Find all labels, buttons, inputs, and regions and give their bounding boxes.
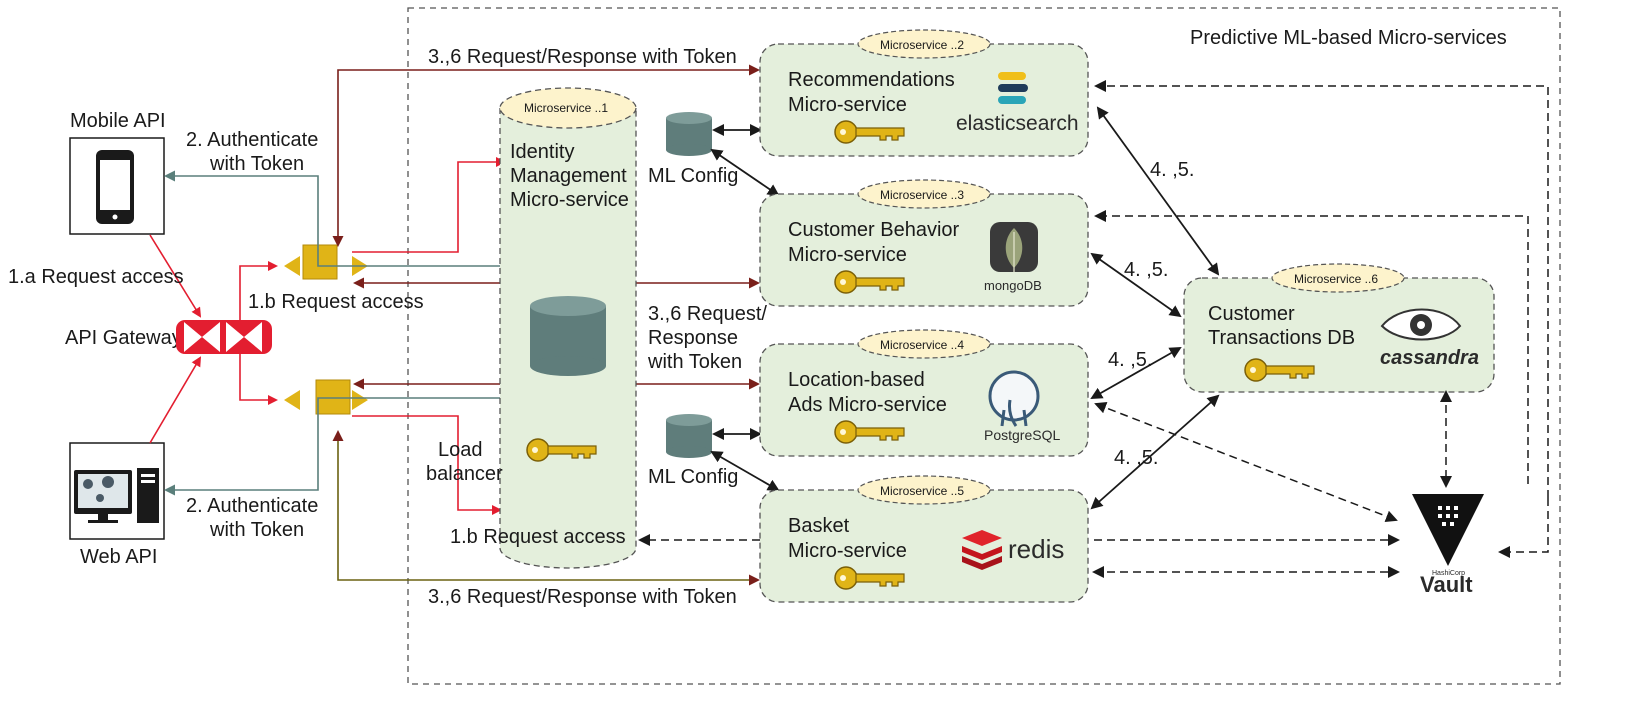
vault-logo-icon — [1412, 494, 1484, 566]
label-authenticate-lower-2: with Token — [209, 519, 304, 541]
ml-config-label-lower: ML Config — [648, 466, 738, 488]
recommendations-label-2: Micro-service — [788, 94, 907, 116]
lower-router-hub — [284, 379, 368, 415]
elasticsearch-logo-icon — [998, 72, 1028, 104]
identity-label-3: Micro-service — [510, 189, 629, 211]
basket-label-1: Basket — [788, 515, 850, 537]
label-rr-token-top: 3.,6 Request/Response with Token — [428, 46, 737, 68]
label-step45-b: 4. ,5. — [1124, 259, 1168, 281]
mobile-api-label: Mobile API — [70, 110, 166, 132]
vault-brand-small: HashiCorp — [1432, 570, 1465, 577]
api-gateway-label: API Gateway — [65, 327, 182, 349]
mongodb-logo-icon — [990, 222, 1038, 272]
diagram-title: Predictive ML-based Micro-services — [1190, 27, 1507, 49]
identity-label-1: Identity — [510, 141, 574, 163]
label-load-balancer-1: Load — [438, 439, 483, 461]
behavior-tag: Microservice ..3 — [880, 188, 964, 202]
api-gateway-node — [176, 320, 272, 354]
location-tag: Microservice ..4 — [880, 338, 964, 352]
behavior-label-1: Customer Behavior — [788, 219, 960, 241]
basket-tag: Microservice ..5 — [880, 484, 964, 498]
label-rr-token-bottom: 3.,6 Request/Response with Token — [428, 586, 737, 608]
label-authenticate-upper-2: with Token — [209, 153, 304, 175]
recommendations-label-1: Recommendations — [788, 69, 955, 91]
web-api-label: Web API — [80, 546, 157, 568]
location-label-1: Location-based — [788, 369, 925, 391]
identity-database-icon — [530, 296, 606, 376]
cassandra-logo-text: cassandra — [1380, 347, 1479, 369]
label-1a-request-access: 1.a Request access — [8, 266, 184, 288]
label-step45-a: 4. ,5. — [1150, 159, 1194, 181]
transactions-label-1: Customer — [1208, 303, 1295, 325]
redis-logo-text: redis — [1008, 534, 1064, 564]
label-step45-d: 4. ,5. — [1114, 447, 1158, 469]
basket-label-2: Micro-service — [788, 540, 907, 562]
ml-config-db-upper — [666, 112, 712, 156]
label-1b-request-access-upper: 1.b Request access — [248, 291, 424, 313]
label-rr-mid-1: 3.,6 Request/ — [648, 303, 767, 325]
postgresql-elephant-icon — [988, 370, 1040, 427]
redis-logo-icon — [962, 530, 1002, 570]
label-load-balancer-2: balancer — [426, 463, 503, 485]
label-rr-mid-3: with Token — [647, 351, 742, 373]
ml-config-db-lower — [666, 414, 712, 458]
upper-router-hub — [284, 244, 368, 280]
recommendations-tag: Microservice ..2 — [880, 38, 964, 52]
postgresql-logo-text: PostgreSQL — [984, 427, 1060, 443]
transactions-label-2: Transactions DB — [1208, 327, 1355, 349]
phone-icon — [96, 150, 134, 224]
identity-tag: Microservice ..1 — [524, 101, 608, 115]
ml-services-boundary — [407, 7, 1561, 685]
mongodb-logo-text: mongoDB — [984, 278, 1042, 293]
behavior-label-2: Micro-service — [788, 244, 907, 266]
cassandra-eye-icon — [1380, 308, 1462, 341]
identity-label-2: Management — [510, 165, 627, 187]
elasticsearch-logo-text: elasticsearch — [956, 112, 1079, 135]
label-1b-request-access-lower: 1.b Request access — [450, 526, 626, 548]
ml-config-label-upper: ML Config — [648, 165, 738, 187]
label-authenticate-upper-1: 2. Authenticate — [186, 129, 318, 151]
desktop-computer-icon — [74, 468, 159, 523]
label-rr-mid-2: Response — [648, 327, 738, 349]
vault-brand-name: Vault — [1420, 572, 1473, 597]
label-authenticate-lower-1: 2. Authenticate — [186, 495, 318, 517]
location-label-2: Ads Micro-service — [788, 394, 947, 416]
label-step45-c: 4. ,5. — [1108, 349, 1152, 371]
transactions-tag: Microservice ..6 — [1294, 272, 1378, 286]
